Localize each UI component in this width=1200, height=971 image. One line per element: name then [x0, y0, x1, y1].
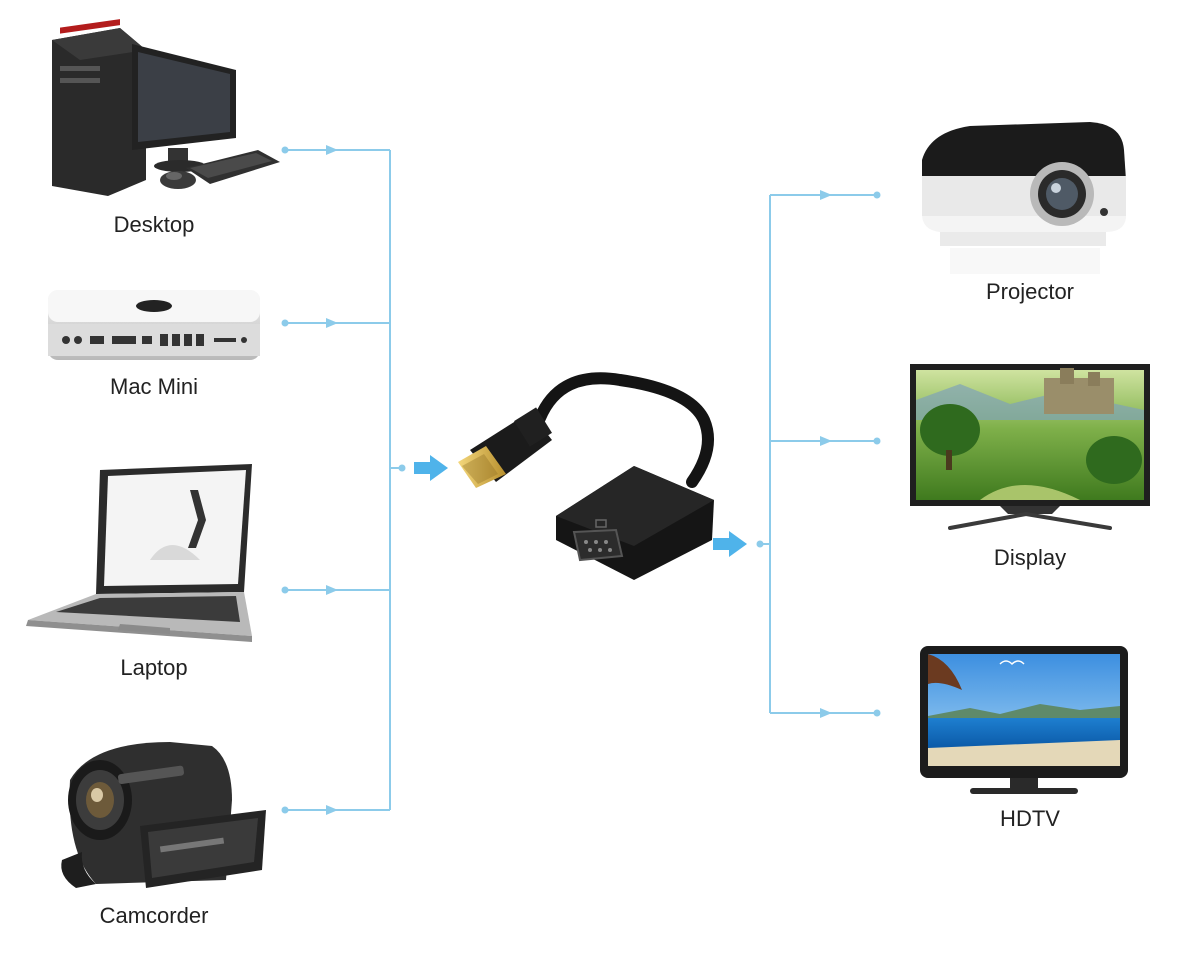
connector-camcorder — [281, 805, 390, 815]
connector-display — [770, 436, 881, 446]
connector-from-adapter — [756, 540, 770, 548]
label-projector: Projector — [985, 279, 1075, 304]
connector-mac-mini — [281, 318, 390, 328]
projector-icon — [922, 122, 1126, 274]
laptop-icon — [26, 464, 252, 642]
label-display: Display — [993, 545, 1067, 570]
mac-mini-icon — [48, 290, 260, 360]
output-connectors — [756, 190, 881, 718]
flow-arrow-in — [414, 455, 448, 481]
camcorder-icon — [61, 742, 266, 888]
source-connectors — [281, 145, 406, 815]
label-mac-mini: Mac Mini — [109, 374, 199, 399]
label-camcorder: Camcorder — [99, 903, 209, 928]
hdtv-icon — [920, 646, 1128, 794]
display-icon — [910, 364, 1150, 530]
connector-projector — [770, 190, 881, 200]
connector-desktop — [281, 145, 390, 155]
desktop-icon — [52, 19, 280, 196]
label-hdtv: HDTV — [1000, 806, 1060, 831]
connector-to-adapter — [390, 464, 406, 472]
label-desktop: Desktop — [113, 212, 195, 237]
flow-arrow-out — [713, 531, 747, 557]
label-laptop: Laptop — [120, 655, 188, 680]
connector-hdtv — [770, 708, 881, 718]
connector-laptop — [281, 585, 390, 595]
hdmi-vga-adapter-icon — [458, 372, 714, 580]
